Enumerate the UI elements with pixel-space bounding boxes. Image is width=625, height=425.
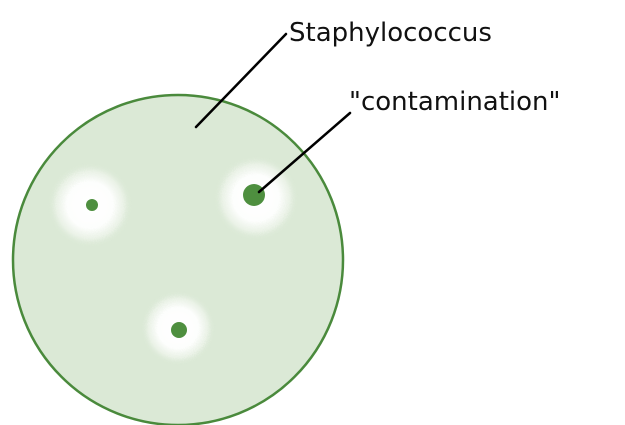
colony-bottom bbox=[171, 322, 187, 338]
colony-left bbox=[86, 199, 98, 211]
colony-contamination bbox=[243, 184, 265, 206]
staphylococcus-label: Staphylococcus bbox=[289, 18, 492, 48]
agar-plate bbox=[13, 95, 343, 425]
contamination-label: "contamination" bbox=[349, 87, 561, 117]
